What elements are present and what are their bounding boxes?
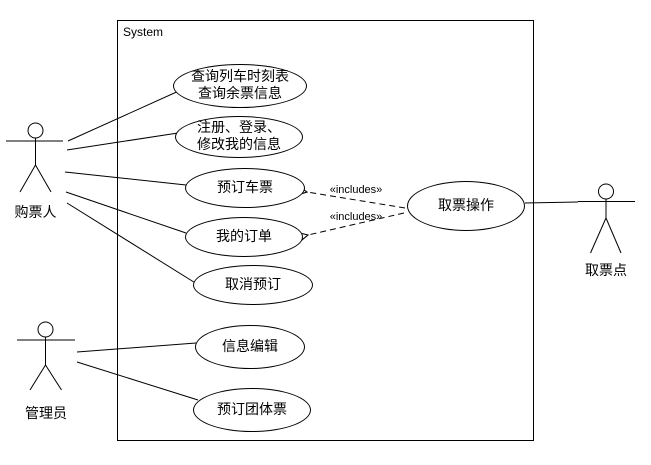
- use-case-register-login[interactable]: 注册、登录、 修改我的信息: [175, 116, 303, 158]
- association-buyer-register: [66, 132, 179, 151]
- use-case-my-orders[interactable]: 我的订单: [185, 217, 303, 257]
- actor-admin-label: 管理员: [25, 406, 67, 422]
- actor-admin-figure[interactable]: [17, 321, 75, 391]
- use-case-label: 注册、登录、: [197, 120, 281, 136]
- use-case-label: 查询列车时刻表: [191, 69, 289, 85]
- use-case-query-schedule[interactable]: 查询列车时刻表 查询余票信息: [173, 64, 307, 108]
- actor-buyer-label: 购票人: [14, 205, 57, 221]
- association-buyer-book: [64, 171, 187, 186]
- use-case-ticket-pickup[interactable]: 取票操作: [407, 181, 525, 231]
- association-buyer-orders: [65, 191, 187, 234]
- actor-buyer-figure[interactable]: [6, 122, 63, 193]
- use-case-label: 我的订单: [216, 228, 272, 245]
- use-case-label: 取票操作: [438, 197, 494, 214]
- include-arrow-book-ticket: [307, 192, 406, 209]
- use-case-label: 取消预订: [225, 276, 281, 293]
- association-pickup-point: [524, 201, 579, 204]
- use-case-label: 信息编辑: [222, 338, 278, 355]
- system-boundary-box: [117, 20, 534, 441]
- actor-pickup-point-label: 取票点: [585, 263, 627, 279]
- include-arrow-my-orders: [308, 212, 405, 235]
- use-case-book-ticket[interactable]: 预订车票: [185, 168, 305, 208]
- system-boundary-title: System: [123, 25, 164, 39]
- include-stereotype-label: «includes»: [329, 184, 383, 196]
- association-admin-edit: [76, 342, 197, 353]
- association-admin-group: [76, 361, 199, 401]
- use-case-label: 预订团体票: [217, 401, 287, 418]
- use-case-edit-info[interactable]: 信息编辑: [195, 325, 305, 369]
- use-case-book-group-ticket[interactable]: 预订团体票: [193, 388, 311, 432]
- use-case-label: 预订车票: [217, 179, 273, 196]
- association-buyer-cancel: [66, 202, 198, 285]
- include-stereotype-label: «includes»: [329, 211, 383, 223]
- use-case-label: 修改我的信息: [197, 137, 281, 153]
- use-case-label: 查询余票信息: [198, 86, 282, 102]
- use-case-cancel-booking[interactable]: 取消预订: [193, 265, 313, 305]
- actor-pickup-point-figure[interactable]: [578, 183, 635, 254]
- association-buyer-query: [67, 89, 182, 142]
